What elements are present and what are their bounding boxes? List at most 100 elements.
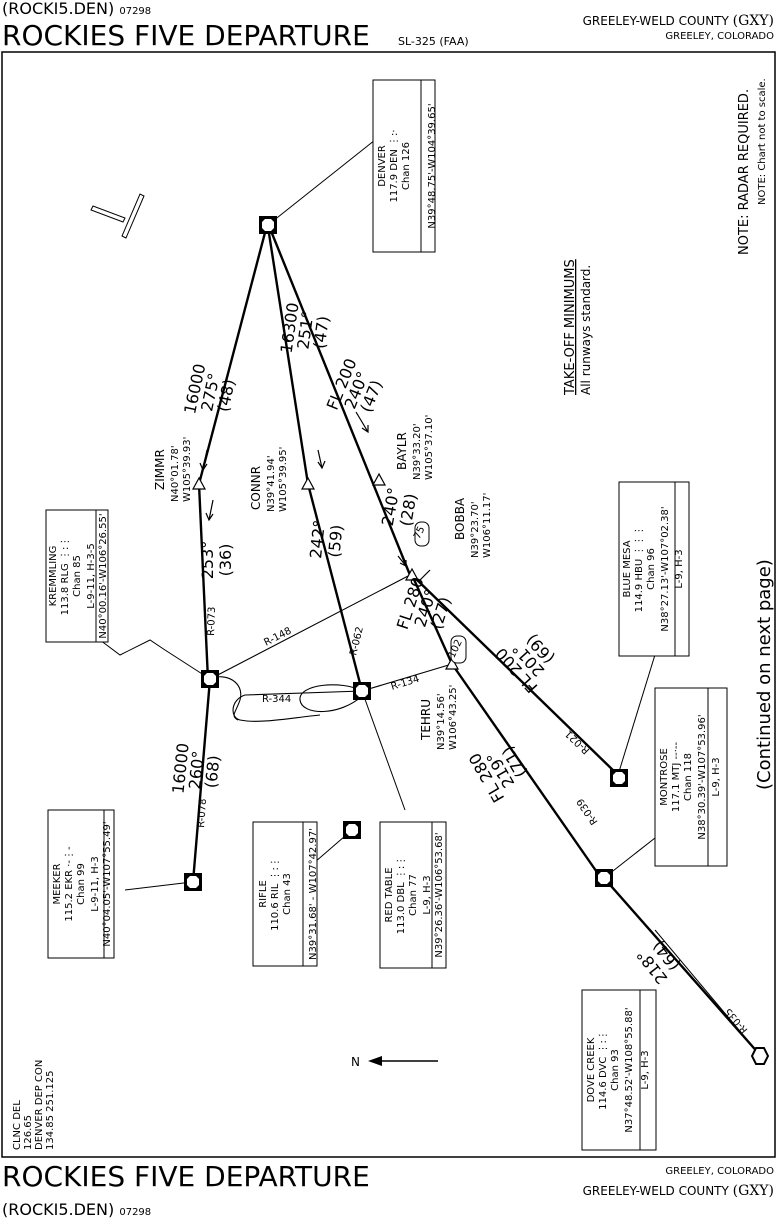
clnc-del-label: CLNC DEL [12,1100,23,1150]
route-connr-redtable [306,483,364,692]
header-computer-code: (ROCKI5.DEN) 07298 [2,1,151,17]
radial-344 [232,690,363,722]
route-montrose-dovecreek [603,877,761,1056]
navaid-name: RED TABLE [384,867,395,922]
navaid-ident: RLG [60,563,71,583]
navaid-charts: L-9-11, H-3 [90,856,101,912]
navaid-symbols [184,216,770,1065]
navaid-ident: RIL [270,883,281,899]
svg-text:117.1 MTJ --⋅--: 117.1 MTJ --⋅-- [671,741,682,812]
arrow-icon [205,499,214,522]
navaid-box-rifle: RIFLE 110.6 RIL ⋮:⋮ Chan 43 N39°31.68' -… [252,821,319,967]
navaid-coords: N39°48.75'-W104°39.65' [427,103,438,228]
svg-text:113.8 RLG ⋮:⋮: 113.8 RLG ⋮:⋮ [60,537,71,616]
footer-airport: GREELEY-WELD COUNTY (GXY) [583,1184,774,1198]
fix-coord: W105°37.10' [424,415,435,480]
radial-label: R-062 [348,626,366,657]
navaid-box-bluemesa: BLUE MESA 114.9 HBU ⋮⋮⋮ Chan 96 N38°27.1… [618,481,690,657]
leader-dovecreek [654,929,761,1056]
leader-redtable [361,690,406,811]
radial-lines [209,574,453,722]
airport-runway-icon [90,193,145,239]
fix-name-tehru: TEHRU [419,699,433,741]
navaid-ident: HBU [634,559,645,581]
navaid-box-denver: DENVER 117.9 DEN ⋮:⋅ Chan 126 N39°48.75'… [372,79,438,253]
radial-label: R-078 [196,798,209,828]
navaid-freq: 113.0 [396,906,407,935]
computer-code: (ROCKI5.DEN) [2,0,115,18]
navaid-box-montrose: MONTROSE 117.1 MTJ --⋅-- Chan 118 N38°30… [654,687,728,867]
navaid-freq: 117.1 [671,784,682,813]
navaid-box-meeker: MEEKER 115.2 EKR ⋅-⋮- Chan 99 L-9-11, H-… [47,809,115,959]
arrow-icon [355,411,369,434]
fix-coord: N39°33.20' [412,423,423,480]
airport-id: (GXY) [732,13,774,29]
route-distance: (68) [201,754,223,789]
computer-code: (ROCKI5.DEN) [2,1200,115,1219]
arrow-icon [397,555,407,567]
navaid-ident: DVC [598,1057,609,1078]
radial-label: R-073 [206,606,218,636]
navaid-coords: N40°04.05'-W107°55.49' [102,821,113,946]
vortac-meeker-icon [184,873,202,891]
route-course: 253° [198,541,217,580]
flow-arrows [199,411,431,581]
arrow-icon [199,449,208,472]
radial-134 [361,663,453,692]
navaid-ident: DBL [396,882,407,903]
route-distance: (59) [324,524,346,559]
amdt-number: 07298 [119,6,152,17]
sl-code: SL-325 (FAA) [398,35,469,48]
mea-box-75 [414,521,430,547]
note-scale: NOTE: Chart not to scale. [757,78,768,205]
navaid-chan: Chan 43 [282,873,293,915]
fix-coord: N39°14.56' [436,693,447,750]
svg-text:113.0 DBL ⋮:⋮: 113.0 DBL ⋮:⋮ [396,856,407,935]
navaid-chan: Chan 118 [683,753,694,801]
morse-icon: ⋮:⋅ [389,129,400,146]
navaid-chan: Chan 93 [610,1049,621,1091]
route-course: 242° [306,519,329,559]
vortac-redtable-icon [353,682,371,700]
fix-name-connr: CONNR [249,466,263,510]
amdt-number: 07298 [119,1207,152,1218]
svg-text:114.9 HBU ⋮⋮⋮: 114.9 HBU ⋮⋮⋮ [634,526,645,613]
navaid-chan: Chan 77 [408,874,419,916]
navaid-coords: N38°27.13'-W107°02.38' [660,506,671,631]
route-course: 260° [185,750,208,790]
navaid-box-kremmling: KREMMLING 113.8 RLG ⋮:⋮ Chan 85 L-9-11, … [45,509,109,643]
route-bobba-tehru [410,574,454,665]
navaid-freq: 114.9 [634,584,645,613]
svg-text:114.6 DVC ⋮:⋮: 114.6 DVC ⋮:⋮ [598,1030,609,1110]
footer-city: GREELEY, COLORADO [665,1166,774,1177]
navaid-coords: N38°30.39'-W107°53.96' [697,714,708,839]
radial-label: R-148 [262,626,293,649]
fix-symbols [191,472,460,670]
airport-label: GREELEY-WELD COUNTY [582,14,729,28]
route-kremmling-meeker [191,678,212,883]
leader-denver [267,139,376,226]
navaid-freq: 117.9 [389,174,400,203]
fix-coord: W105°39.95' [278,447,289,512]
route-lines [191,224,761,1056]
leader-kremmling [99,639,211,680]
navaid-name: MONTROSE [659,748,670,806]
route-distance: (36) [216,544,235,577]
navaid-chan: Chan 99 [76,863,87,905]
navaid-box-dovecreek: DOVE CREEK 114.6 DVC ⋮:⋮ Chan 93 N37°48.… [581,989,657,1151]
note-radar: NOTE: RADAR REQUIRED. [737,89,752,255]
airport-city: GREELEY, COLORADO [665,31,774,42]
navaid-chan: Chan 85 [72,555,83,597]
navaid-coords: N37°48.52'-W108°55.88' [624,1007,635,1132]
airport-name: GREELEY-WELD COUNTY (GXY) [583,14,774,28]
navaid-freq: 114.6 [598,1081,609,1110]
morse-icon: ⋮:⋮ [60,537,71,560]
route-bobba-bluemesa [411,574,619,776]
morse-icon: ⋮:⋮ [396,856,407,879]
navaid-charts: L-9, H-3 [422,875,433,914]
navaid-chan: Chan 126 [401,142,412,190]
fix-coord: N40°01.78' [170,445,181,502]
fix-coord: N39°23.70' [470,501,481,558]
dep-con-label: DENVER DEP CON [34,1060,45,1150]
